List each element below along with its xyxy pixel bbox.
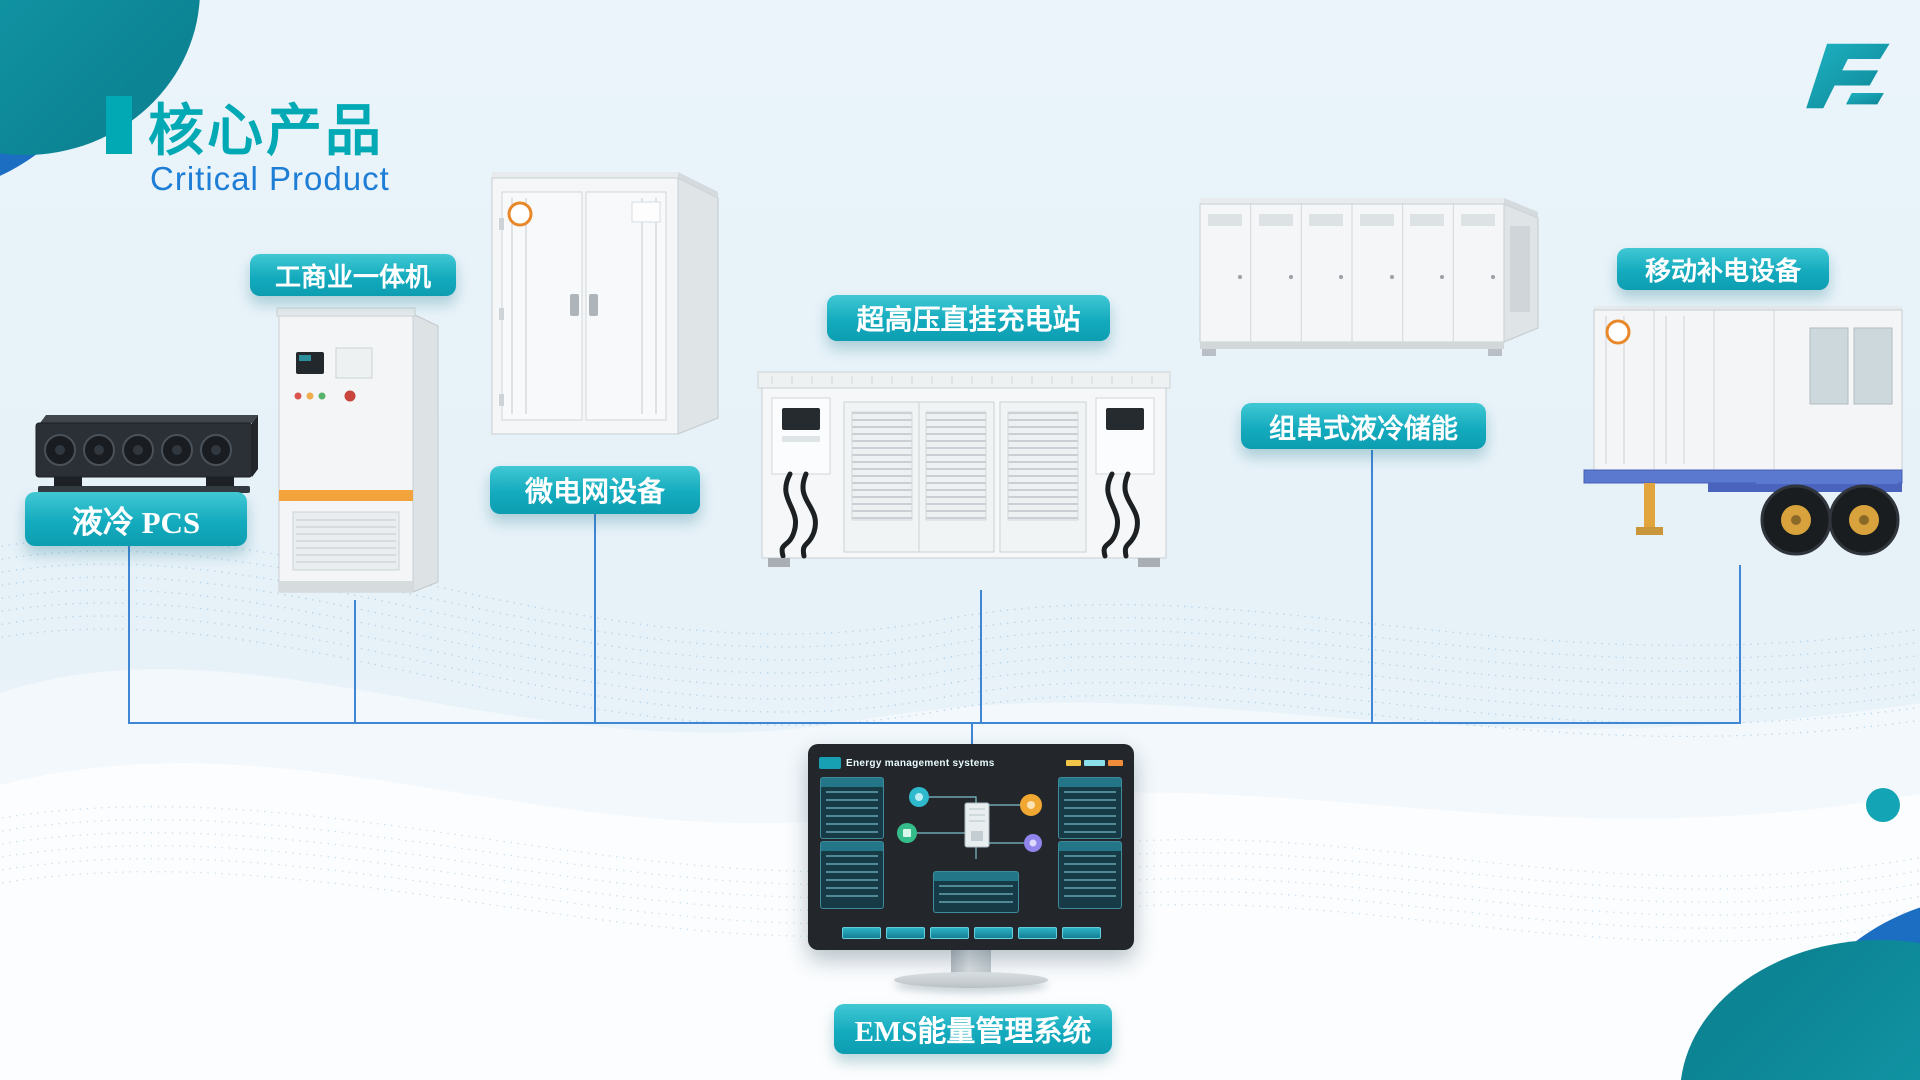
connector-line-pcs [128, 546, 130, 722]
label-microgrid: 微电网设备 [490, 466, 700, 514]
microgrid-container-illustration [482, 158, 727, 450]
monitor-stand-neck [951, 948, 991, 976]
ems-screen: Energy management systems [815, 751, 1127, 943]
ems-button [841, 927, 881, 939]
title-accent-bar [106, 96, 132, 154]
connector-line-ems [971, 722, 973, 746]
charging-station-illustration [748, 358, 1180, 590]
page-title: 核心产品 [148, 99, 384, 162]
mobile-power-trailer-illustration [1558, 298, 1916, 566]
label-string-storage: 组串式液冷储能 [1241, 403, 1486, 449]
connector-line-charging [980, 590, 982, 722]
connector-line-microgrid [594, 514, 596, 722]
ems-button [1061, 927, 1101, 939]
all-in-one-cabinet-illustration [272, 298, 447, 600]
label-charging-station: 超高压直挂充电站 [827, 295, 1110, 341]
ems-button [929, 927, 969, 939]
connector-line-string-storage [1371, 450, 1373, 722]
label-ems: EMS能量管理系统 [834, 1004, 1112, 1054]
string-storage-illustration [1192, 182, 1548, 364]
connector-line-mobile [1739, 565, 1741, 722]
connector-line-all-in-one [354, 600, 356, 722]
ems-panel-left-bottom [820, 841, 884, 909]
ems-button [885, 927, 925, 939]
pcs-device-illustration [30, 405, 260, 500]
label-all-in-one: 工商业一体机 [250, 254, 456, 296]
label-mobile-power: 移动补电设备 [1617, 248, 1829, 290]
ems-screen-header: Energy management systems [819, 754, 1123, 772]
ems-button [1017, 927, 1057, 939]
ems-screen-title: Energy management systems [846, 757, 995, 769]
ems-flow-diagram [897, 787, 1042, 859]
accent-dot [1866, 788, 1900, 822]
ems-logo-chip [819, 757, 841, 769]
ems-button [973, 927, 1013, 939]
ems-panel-right-top [1058, 777, 1122, 839]
ems-status-chips [1066, 760, 1123, 766]
ems-panel-left-top [820, 777, 884, 839]
connector-bus-line [128, 722, 1741, 724]
ems-panel-center-bottom [933, 871, 1019, 913]
page-subtitle: Critical Product [150, 160, 390, 197]
monitor-stand-base [894, 972, 1048, 988]
brand-logo-icon [1806, 43, 1890, 109]
ems-panel-right-bottom [1058, 841, 1122, 909]
label-pcs: 液冷 PCS [25, 492, 247, 546]
ems-monitor: Energy management systems [808, 744, 1134, 950]
ems-button-row [823, 927, 1119, 939]
